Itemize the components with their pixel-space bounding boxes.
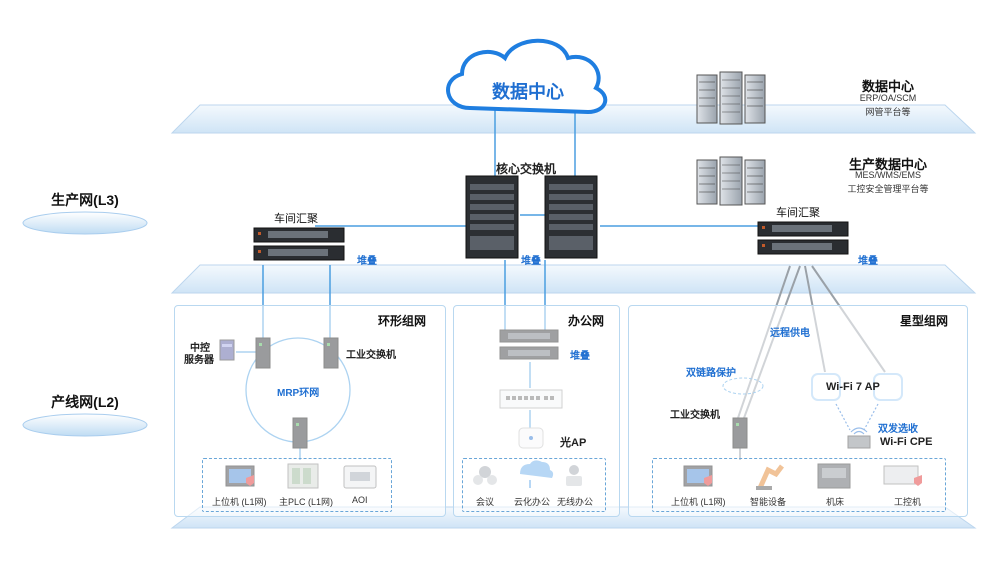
core-stack-label: 堆叠 — [521, 256, 541, 267]
l2-pill — [22, 413, 148, 437]
wifi7-ap-label: Wi-Fi 7 AP — [826, 381, 880, 393]
left-agg-switches — [253, 227, 345, 261]
prod-datacenter-servers — [696, 156, 766, 206]
right-agg-switches — [757, 221, 849, 255]
office-device-label: 云化办公 — [514, 497, 551, 507]
ring-zone — [174, 305, 446, 517]
mrp-ring-label: MRP环网 — [277, 388, 320, 399]
ring-device-group — [202, 458, 392, 512]
control-server-label: 中控 服务器 — [184, 343, 214, 366]
cloud-shape — [446, 38, 608, 115]
ring-switch-label: 工业交换机 — [346, 350, 396, 361]
star-device-label: 工控机 — [894, 497, 922, 507]
prod-datacenter-line2: 工控安全管理平台等 — [847, 184, 929, 194]
core-switch-label: 核心交换机 — [496, 162, 557, 176]
office-zone — [453, 305, 620, 517]
middle-plane — [170, 264, 977, 294]
star-device-group — [652, 458, 946, 512]
star-zone-title: 星型组网 — [900, 314, 949, 328]
poe-label: 远程供电 — [770, 328, 810, 339]
core-switch-left — [465, 175, 519, 259]
prod-datacenter-line1: MES/WMS/EMS — [854, 170, 921, 180]
right-agg-stack: 堆叠 — [858, 256, 878, 267]
layer-l2-label: 产线网(L2) — [51, 394, 119, 410]
star-zone — [628, 305, 968, 517]
core-switch-right — [544, 175, 598, 259]
datacenter-line1: ERP/OA/SCM — [859, 93, 917, 103]
office-device-group — [462, 458, 606, 512]
office-zone-title: 办公网 — [568, 314, 605, 328]
prod-datacenter-title: 生产数据中心 — [848, 157, 927, 172]
star-device-label: 智能设备 — [750, 497, 787, 507]
office-device-label: 无线办公 — [557, 497, 594, 507]
office-device-label: 会议 — [476, 497, 495, 507]
ring-device-label: AOI — [352, 495, 368, 505]
cloud-label: 数据中心 — [492, 82, 564, 102]
left-agg-label: 车间汇聚 — [274, 213, 318, 225]
star-switch-label: 工业交换机 — [670, 410, 720, 421]
ring-device-label: 上位机 (L1网) — [212, 497, 267, 507]
left-agg-stack: 堆叠 — [357, 256, 377, 267]
l3-pill — [22, 211, 148, 235]
office-stack-label: 堆叠 — [570, 351, 590, 362]
wifi-cpe-label: Wi-Fi CPE — [880, 436, 933, 448]
star-device-label: 机床 — [826, 497, 845, 507]
datacenter-servers — [696, 71, 766, 125]
ring-zone-title: 环形组网 — [378, 314, 427, 328]
dual-link-label: 双链路保护 — [686, 368, 736, 379]
layer-l3-label: 生产网(L3) — [51, 192, 119, 208]
star-device-label: 上位机 (L1网) — [671, 497, 726, 507]
datacenter-line2: 网管平台等 — [865, 107, 911, 117]
dual-rx-label: 双发选收 — [878, 424, 918, 435]
datacenter-title: 数据中心 — [861, 79, 914, 94]
ring-device-label: 主PLC (L1网) — [279, 497, 334, 507]
optical-ap-label: 光AP — [560, 437, 587, 449]
right-agg-label: 车间汇聚 — [776, 207, 820, 219]
